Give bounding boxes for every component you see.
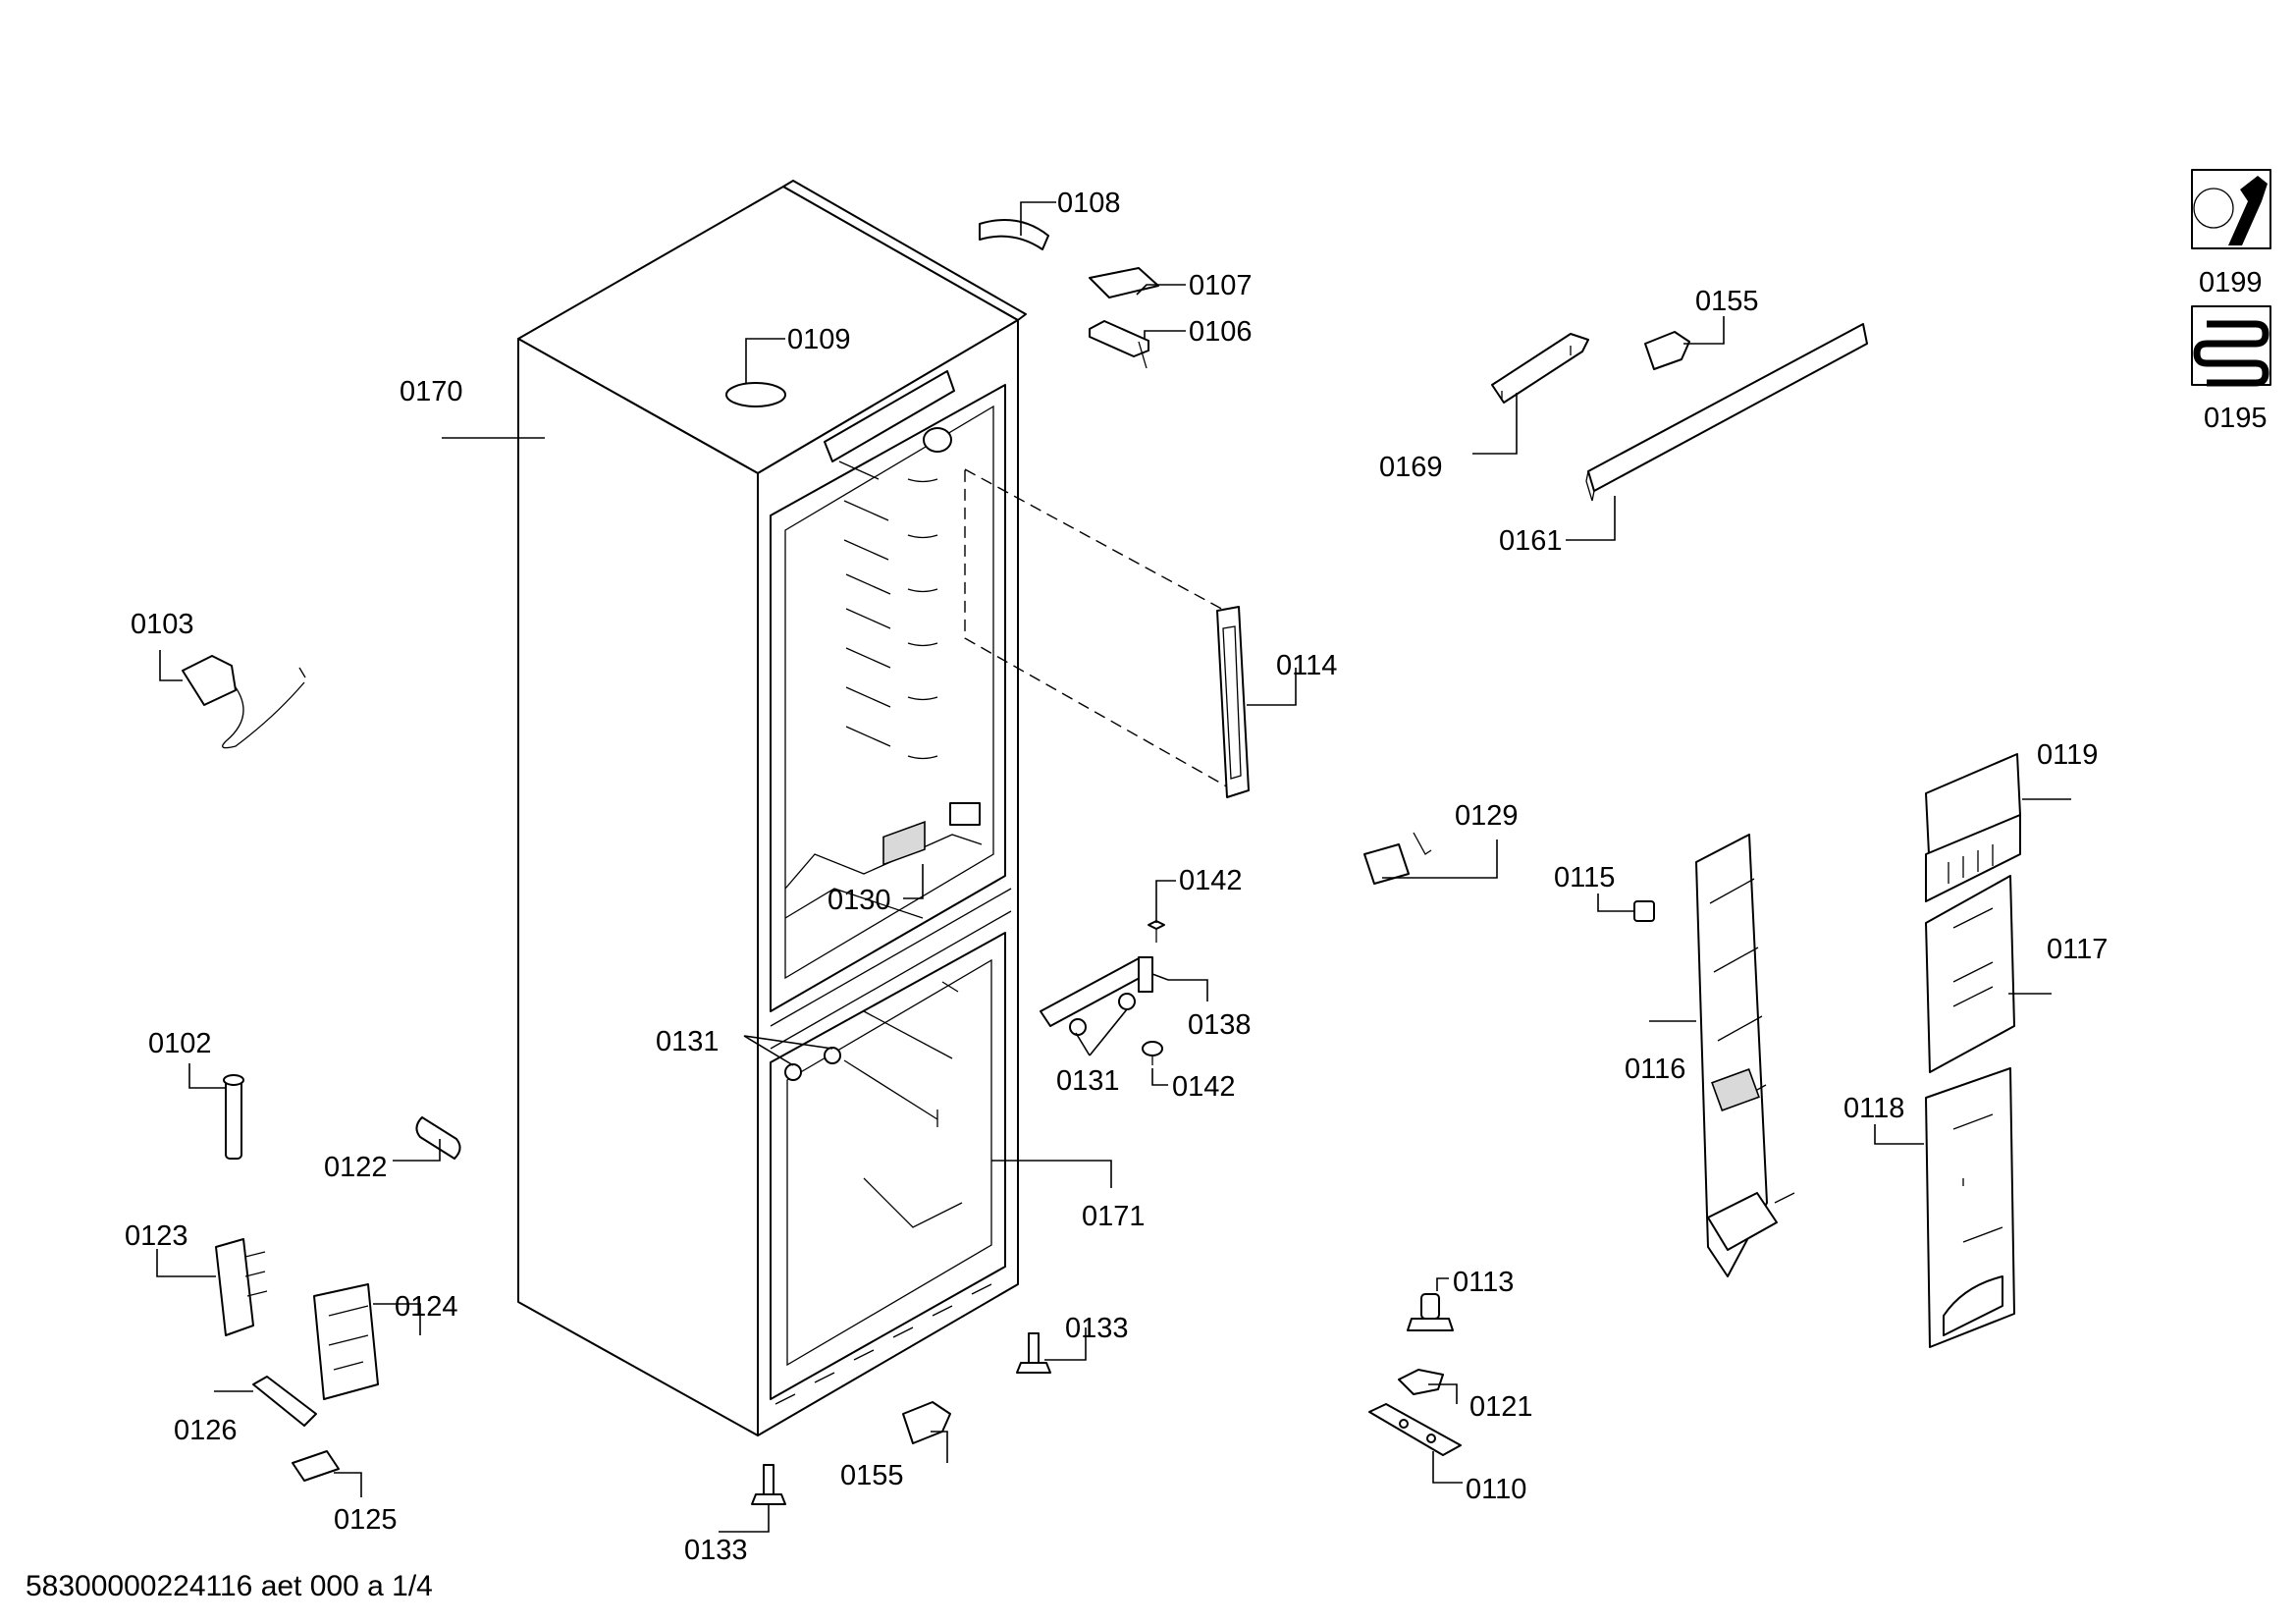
label-0124: 0124 bbox=[395, 1291, 458, 1323]
part-0155-clip-bottom bbox=[902, 1401, 951, 1444]
label-0142-top: 0142 bbox=[1179, 865, 1243, 896]
label-0129: 0129 bbox=[1455, 800, 1519, 832]
part-0106-bracket bbox=[1089, 320, 1149, 369]
label-0121: 0121 bbox=[1469, 1391, 1533, 1423]
part-0161-strip bbox=[1585, 323, 1868, 502]
label-0155-bottom: 0155 bbox=[840, 1460, 904, 1491]
refrigerant-coil-icon bbox=[2191, 305, 2271, 387]
part-0133-foot-a bbox=[1016, 1332, 1051, 1374]
label-0107: 0107 bbox=[1189, 270, 1253, 301]
label-0118: 0118 bbox=[1843, 1093, 1904, 1124]
part-0123-housing bbox=[215, 1238, 268, 1336]
label-0138: 0138 bbox=[1188, 1009, 1252, 1041]
part-0126-rail bbox=[252, 1376, 317, 1427]
part-labels: 0108 0107 0106 0109 0170 0155 0169 0161 … bbox=[125, 188, 2268, 1566]
part-0113-adjuster bbox=[1407, 1293, 1454, 1331]
part-0117-panel bbox=[1925, 875, 2015, 1073]
label-0110: 0110 bbox=[1466, 1474, 1526, 1505]
wrench-nut-icon bbox=[2191, 169, 2271, 249]
label-0114: 0114 bbox=[1276, 650, 1337, 681]
label-0131-left: 0131 bbox=[656, 1026, 720, 1057]
document-footer-id: 58300000224116 aet 000 a 1/4 bbox=[26, 1570, 433, 1602]
part-0142-screw-top bbox=[1148, 920, 1165, 943]
part-0122-cylinder bbox=[415, 1116, 461, 1160]
part-0155-clip-top bbox=[1644, 331, 1690, 370]
label-0125: 0125 bbox=[334, 1504, 398, 1536]
part-0110-bracket bbox=[1368, 1403, 1462, 1456]
label-0113: 0113 bbox=[1453, 1267, 1514, 1298]
part-0116-duct bbox=[1695, 834, 1795, 1277]
label-0171: 0171 bbox=[1082, 1201, 1146, 1232]
label-0109: 0109 bbox=[787, 324, 851, 355]
label-0161: 0161 bbox=[1499, 525, 1563, 557]
part-0118-panel bbox=[1925, 1067, 2015, 1348]
label-0131-right: 0131 bbox=[1056, 1065, 1120, 1097]
label-0119: 0119 bbox=[2037, 739, 2098, 771]
part-0109-grip bbox=[725, 382, 786, 407]
label-0115: 0115 bbox=[1554, 862, 1615, 893]
part-0129-switch bbox=[1363, 832, 1432, 885]
leader-lines bbox=[156, 201, 2071, 1533]
part-0169-hinge bbox=[1491, 333, 1589, 404]
label-0102: 0102 bbox=[148, 1028, 212, 1059]
label-0133-right: 0133 bbox=[1065, 1313, 1129, 1344]
label-0133-bottom: 0133 bbox=[684, 1535, 748, 1566]
label-0169: 0169 bbox=[1379, 452, 1443, 483]
label-0117: 0117 bbox=[2047, 934, 2108, 965]
label-0155-top: 0155 bbox=[1695, 286, 1759, 317]
label-0106: 0106 bbox=[1189, 316, 1253, 348]
cabinet-0170 bbox=[517, 180, 1027, 1436]
part-0138-hinge bbox=[1040, 956, 1153, 1036]
label-0108: 0108 bbox=[1057, 188, 1121, 219]
part-0114-frame bbox=[1216, 606, 1250, 798]
part-0125-clip bbox=[292, 1450, 340, 1482]
part-0124-module bbox=[313, 1283, 379, 1400]
label-0122: 0122 bbox=[324, 1152, 388, 1183]
part-0103-cord bbox=[182, 655, 306, 749]
part-0102-pin bbox=[223, 1074, 244, 1160]
part-0119-cover bbox=[1925, 753, 2021, 902]
label-0142-bottom: 0142 bbox=[1172, 1071, 1236, 1103]
label-0199: 0199 bbox=[2199, 267, 2263, 298]
part-0142-screw-bottom bbox=[1142, 1041, 1163, 1065]
label-0123: 0123 bbox=[125, 1220, 188, 1252]
part-0107-handle bbox=[1089, 267, 1159, 298]
part-0108-cover bbox=[979, 219, 1049, 250]
part-0133-foot-b bbox=[751, 1464, 786, 1505]
label-0116: 0116 bbox=[1625, 1054, 1685, 1085]
label-0170: 0170 bbox=[400, 376, 463, 407]
part-0115-cap bbox=[1633, 900, 1655, 922]
label-0195: 0195 bbox=[2204, 403, 2268, 434]
label-0103: 0103 bbox=[131, 609, 194, 640]
label-0130: 0130 bbox=[828, 885, 891, 916]
label-0126: 0126 bbox=[174, 1415, 238, 1446]
part-0121-nut bbox=[1398, 1369, 1444, 1395]
